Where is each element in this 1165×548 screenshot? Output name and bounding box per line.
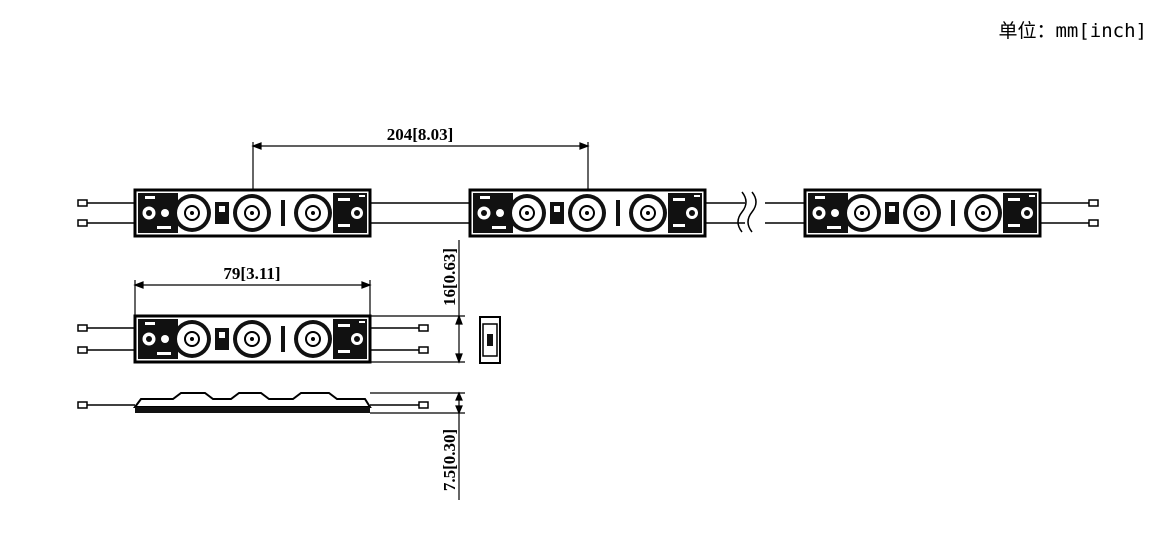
break-symbol <box>737 191 757 233</box>
height-dimension-label: 7.5[0.30] <box>440 429 459 491</box>
led-module-1 <box>133 188 372 238</box>
pitch-dimension <box>251 142 590 190</box>
led-module-profile <box>134 392 371 414</box>
led-module-3 <box>803 188 1042 238</box>
width-dimension-label: 16[0.63] <box>440 248 459 306</box>
pitch-dimension-label: 204[8.03] <box>387 125 454 144</box>
led-module-single <box>133 314 372 364</box>
single-module-side-view <box>77 392 429 414</box>
module-chain <box>77 188 1099 238</box>
led-module-2 <box>468 188 707 238</box>
height-dimension <box>370 391 465 500</box>
width-dimension <box>370 240 465 364</box>
unit-label: 单位：mm[inch] <box>998 20 1147 42</box>
length-dimension-label: 79[3.11] <box>223 264 280 283</box>
single-module-top-view <box>77 314 429 364</box>
length-dimension <box>133 280 372 316</box>
module-end-view <box>479 316 501 364</box>
